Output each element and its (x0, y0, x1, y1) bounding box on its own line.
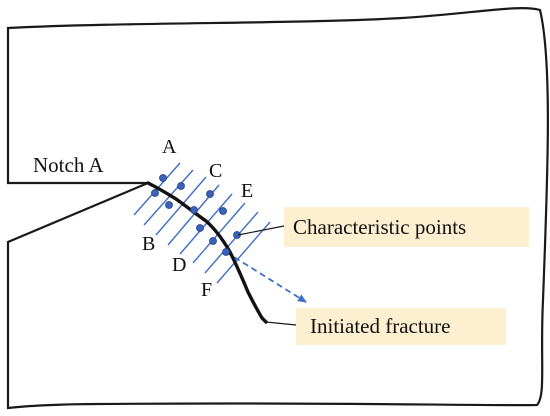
point-dot (151, 189, 159, 197)
characteristic-points (151, 174, 241, 256)
fracture-path (146, 181, 268, 324)
point-label-e: E (241, 180, 253, 202)
point-dot (159, 174, 167, 182)
propagation-arrow (225, 251, 307, 303)
point-dot (206, 190, 214, 198)
initiated-fracture-box (296, 308, 506, 345)
point-dot (219, 207, 227, 215)
point-dot (177, 182, 185, 190)
leader-line-fracture (265, 321, 297, 326)
point-dot (165, 201, 173, 209)
point-dot (222, 248, 230, 256)
characteristic-points-label: Characteristic points (293, 215, 466, 239)
point-label-b: B (142, 233, 155, 255)
hatch-line (155, 176, 207, 236)
point-label-a: A (162, 136, 177, 158)
point-label-f: F (201, 279, 212, 301)
hatch-line (179, 193, 233, 255)
point-label-c: C (209, 160, 222, 182)
characteristic-points-box (284, 207, 529, 247)
notch-label: Notch A (33, 153, 104, 177)
hatch-line (143, 169, 194, 226)
hatch-line (216, 221, 271, 284)
point-label-d: D (172, 254, 186, 276)
point-dot (209, 237, 217, 245)
point-dot (196, 224, 204, 232)
leader-line-points (237, 225, 285, 236)
initiated-fracture-label: Initiated fracture (310, 314, 451, 338)
hatch-line (204, 211, 259, 274)
point-dot (190, 206, 198, 214)
